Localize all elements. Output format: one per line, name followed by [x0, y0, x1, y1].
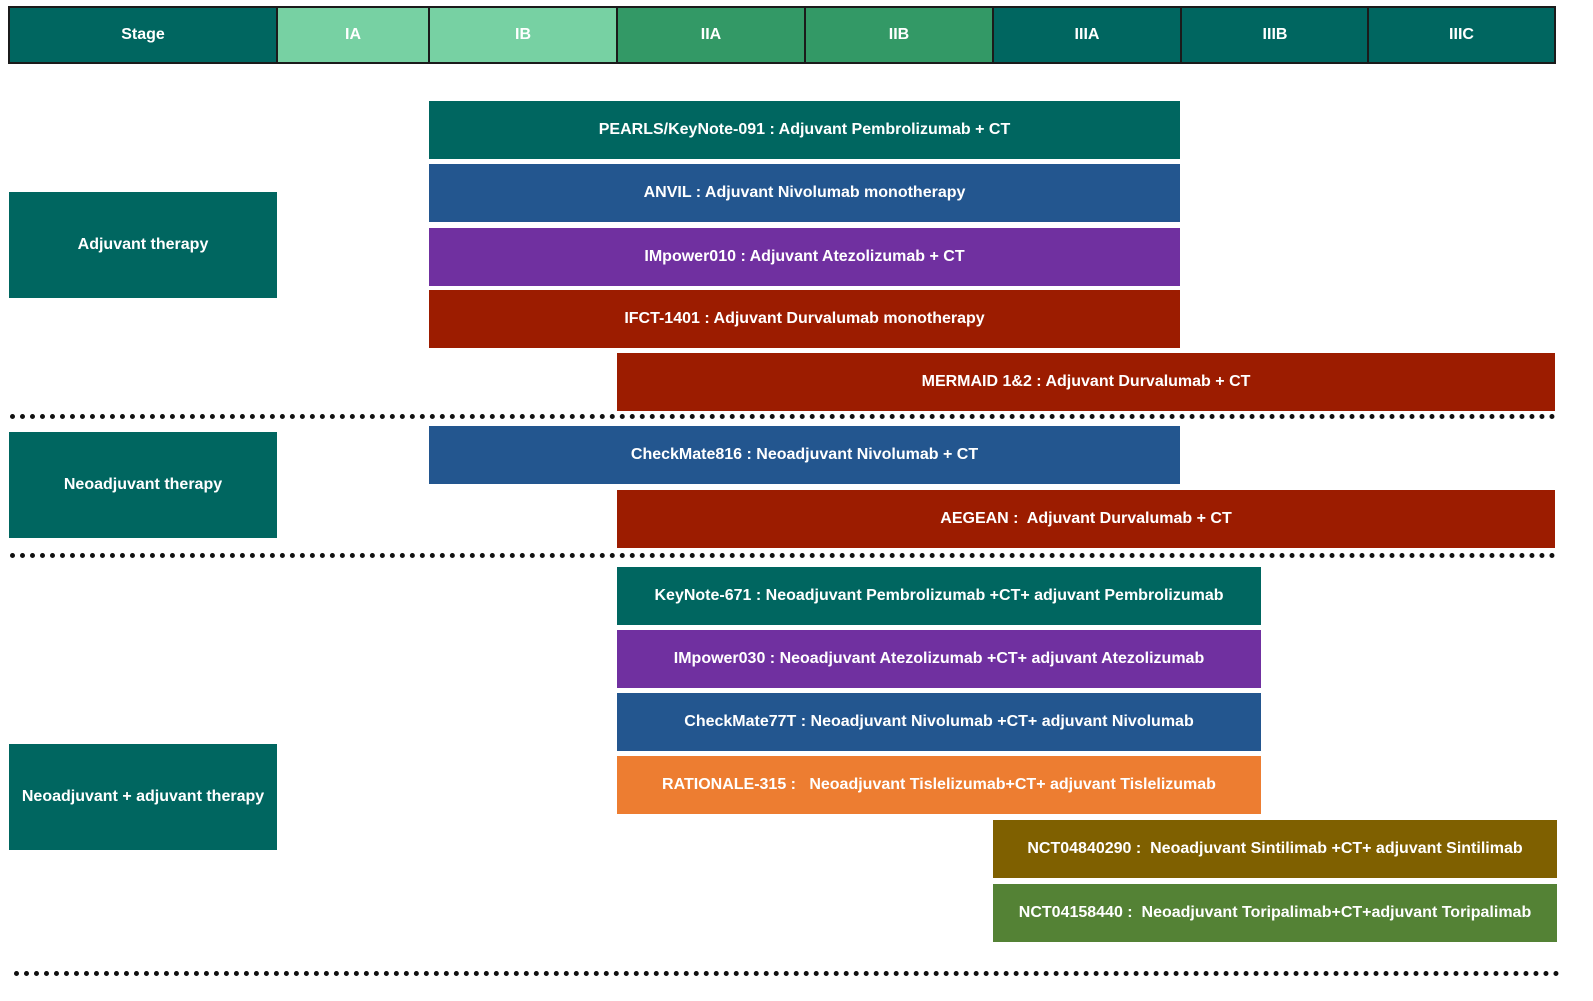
trial-bar-pearls-keynote-091: PEARLS/KeyNote-091 : Adjuvant Pembrolizu… [429, 101, 1180, 159]
header-stage-iia: IIA [616, 6, 806, 64]
header-stage-iiic: IIIC [1367, 6, 1556, 64]
trial-bar-nct04840290: NCT04840290 : Neoadjuvant Sintilimab +CT… [993, 820, 1557, 878]
category-adjuvant-therapy: Adjuvant therapy [9, 192, 277, 298]
header-stage: Stage [8, 6, 278, 64]
trial-bar-checkmate816: CheckMate816 : Neoadjuvant Nivolumab + C… [429, 426, 1180, 484]
header-stage-iib: IIB [804, 6, 994, 64]
trial-bar-mermaid: MERMAID 1&2 : Adjuvant Durvalumab + CT [617, 353, 1555, 411]
trial-bar-ifct-1401: IFCT-1401 : Adjuvant Durvalumab monother… [429, 290, 1180, 348]
trial-bar-nct04158440: NCT04158440 : Neoadjuvant Toripalimab+CT… [993, 884, 1557, 942]
header-stage-iiia: IIIA [992, 6, 1182, 64]
trial-bar-checkmate77t: CheckMate77T : Neoadjuvant Nivolumab +CT… [617, 693, 1261, 751]
category-neoadjuvant-adjuvant-therapy: Neoadjuvant + adjuvant therapy [9, 744, 277, 850]
section-divider [10, 414, 1556, 419]
trial-bar-rationale-315: RATIONALE-315 : Neoadjuvant Tislelizumab… [617, 756, 1261, 814]
trial-bar-impower030: IMpower030 : Neoadjuvant Atezolizumab +C… [617, 630, 1261, 688]
trial-bar-impower010: IMpower010 : Adjuvant Atezolizumab + CT [429, 228, 1180, 286]
section-divider [14, 971, 1560, 976]
section-divider [10, 553, 1556, 558]
trial-bar-keynote-671: KeyNote-671 : Neoadjuvant Pembrolizumab … [617, 567, 1261, 625]
header-stage-ib: IB [428, 6, 618, 64]
category-neoadjuvant-therapy: Neoadjuvant therapy [9, 432, 277, 538]
trial-bar-anvil: ANVIL : Adjuvant Nivolumab monotherapy [429, 164, 1180, 222]
trial-bar-aegean: AEGEAN : Adjuvant Durvalumab + CT [617, 490, 1555, 548]
header-stage-iiib: IIIB [1180, 6, 1370, 64]
header-stage-ia: IA [276, 6, 430, 64]
